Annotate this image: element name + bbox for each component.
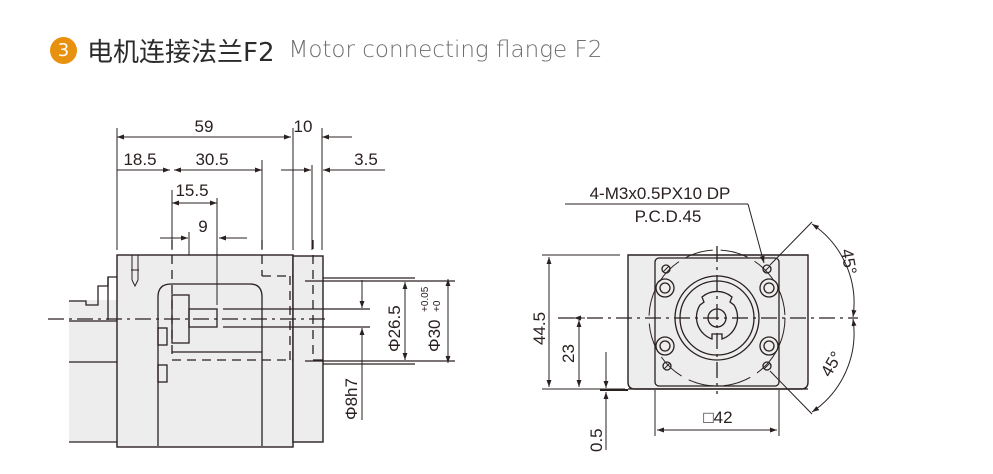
counterbore-hole	[759, 336, 779, 356]
dim-pilot-tol-upper: +0.05	[420, 286, 431, 312]
dim-offset-b: 30.5	[195, 150, 228, 169]
flange-housing	[116, 254, 294, 448]
thread-spec-label: 4-M3x0.5PX10 DP	[590, 184, 731, 203]
step-number-badge: 3	[50, 36, 77, 64]
counterbore-hole	[655, 336, 675, 356]
angle-lower-label: 45°	[817, 348, 846, 380]
dim-height: 44.5	[530, 312, 549, 345]
front-view: 4-M3x0.5PX10 DP P.C.D.45 45° 45° 44.5 23…	[530, 184, 860, 452]
inner-cavity	[157, 283, 263, 446]
angle-arc-upper	[811, 223, 857, 318]
dim-bore-diameter: Φ26.5	[385, 305, 404, 352]
angle-upper-label: 45°	[837, 247, 860, 276]
flange-plate	[292, 255, 324, 443]
dim-pilot-diameter: Φ30	[425, 320, 444, 352]
coupling-jaw	[695, 290, 739, 340]
dim-offset-a: 18.5	[123, 150, 156, 169]
angle-arc-lower	[811, 318, 857, 413]
tapped-hole	[762, 361, 772, 371]
motor-body	[69, 300, 117, 442]
tapped-hole	[762, 264, 772, 274]
section-title: 3 电机连接法兰F2 Motor connecting flange F2	[50, 30, 602, 70]
dim-pilot-tol-lower: +0	[432, 300, 443, 312]
dim-flange-length: 10	[294, 117, 313, 136]
screw-hole	[131, 255, 139, 288]
dim-center-height: 23	[559, 344, 578, 363]
motor-shaft	[188, 308, 218, 328]
dim-square-size: □42	[703, 408, 732, 427]
counterbore-hole	[759, 278, 779, 298]
dim-coupling-length: 15.5	[175, 181, 208, 200]
pcd-label: P.C.D.45	[635, 207, 702, 226]
dim-shaft-diameter: Φ8h7	[342, 378, 361, 420]
title-chinese: 电机连接法兰F2	[87, 37, 275, 68]
tapped-hole	[662, 361, 672, 371]
dim-shaft-length: 9	[198, 217, 207, 236]
dim-base-gap: 0.5	[587, 428, 606, 452]
side-view: 59 10 18.5 30.5 3.5 15.5 9 Φ8h7 Φ26.5 Φ3…	[48, 117, 455, 448]
dim-offset-c: 3.5	[354, 150, 378, 169]
counterbore-hole	[655, 278, 675, 298]
tapped-hole	[661, 264, 671, 274]
dim-overall-length: 59	[195, 117, 214, 136]
title-english: Motor connecting flange F2	[288, 37, 603, 63]
